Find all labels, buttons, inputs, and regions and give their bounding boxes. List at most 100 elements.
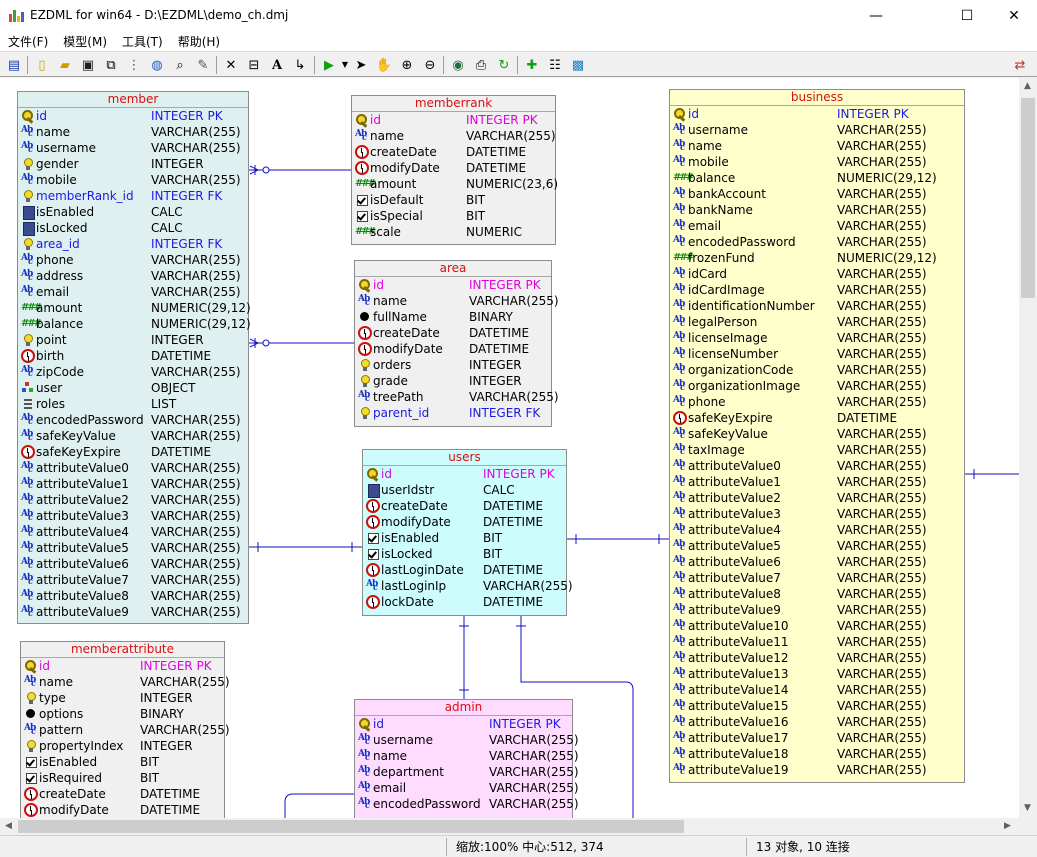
brush-icon[interactable]: ✎ (197, 57, 209, 73)
tree-view-icon[interactable]: ⋮ (127, 57, 141, 73)
vertical-scrollbar[interactable]: ▲ ▼ (1019, 78, 1037, 818)
field-row[interactable]: AborganizationCodeVARCHAR(255) (670, 362, 964, 378)
eye-icon[interactable]: ◉ (452, 57, 464, 73)
field-row[interactable]: AbattributeValue13VARCHAR(255) (670, 666, 964, 682)
field-row[interactable]: AbattributeValue5VARCHAR(255) (18, 540, 248, 556)
export-icon[interactable]: ⎙ (475, 57, 487, 73)
field-row[interactable]: AbattributeValue4VARCHAR(255) (670, 522, 964, 538)
scroll-down-icon[interactable]: ▼ (1024, 803, 1031, 813)
minimize-button[interactable]: — (869, 7, 883, 24)
field-row[interactable]: AbnameVARCHAR(255) (21, 674, 230, 690)
field-row[interactable]: AbattributeValue12VARCHAR(255) (670, 650, 964, 666)
field-row[interactable]: AbattributeValue9VARCHAR(255) (18, 604, 248, 620)
field-row[interactable]: AbattributeValue1VARCHAR(255) (670, 474, 964, 490)
field-row[interactable]: AbmobileVARCHAR(255) (670, 154, 964, 170)
close-button[interactable]: ✕ (1008, 7, 1020, 24)
field-row[interactable]: AbattributeValue11VARCHAR(255) (670, 634, 964, 650)
field-row[interactable]: AbaddressVARCHAR(255) (18, 268, 248, 284)
field-row[interactable]: AbusernameVARCHAR(255) (670, 122, 964, 138)
field-row[interactable]: AbusernameVARCHAR(255) (18, 140, 248, 156)
field-row[interactable]: AbidCardVARCHAR(255) (670, 266, 964, 282)
field-row[interactable]: AbnameVARCHAR(255) (355, 293, 559, 309)
field-row[interactable]: AbemailVARCHAR(255) (670, 218, 964, 234)
field-row[interactable]: AbphoneVARCHAR(255) (18, 252, 248, 268)
field-row[interactable]: AblegalPersonVARCHAR(255) (670, 314, 964, 330)
field-row[interactable]: AbusernameVARCHAR(255) (355, 732, 579, 748)
field-row[interactable]: AbnameVARCHAR(255) (670, 138, 964, 154)
zoom-in-icon[interactable]: ⊕ (401, 57, 413, 73)
field-row[interactable]: AbattributeValue6VARCHAR(255) (670, 554, 964, 570)
field-row[interactable]: AbattributeValue3VARCHAR(255) (670, 506, 964, 522)
field-row[interactable]: AblicenseNumberVARCHAR(255) (670, 346, 964, 362)
field-row[interactable]: AbattributeValue2VARCHAR(255) (18, 492, 248, 508)
globe-icon[interactable]: ◍ (151, 57, 163, 73)
field-row[interactable]: AbattributeValue7VARCHAR(255) (670, 570, 964, 586)
delete-icon[interactable]: ✕ (225, 57, 237, 73)
field-row[interactable]: AbattributeValue10VARCHAR(255) (670, 618, 964, 634)
field-row[interactable]: AbencodedPasswordVARCHAR(255) (355, 796, 579, 812)
field-row[interactable]: AbattributeValue6VARCHAR(255) (18, 556, 248, 572)
run-icon[interactable]: ▶ (324, 57, 334, 73)
field-row[interactable]: AbidCardImageVARCHAR(255) (670, 282, 964, 298)
pointer-icon[interactable]: ➤ (355, 57, 367, 73)
swap-view-icon[interactable]: ⇄ (1014, 57, 1026, 73)
field-row[interactable]: AbpatternVARCHAR(255) (21, 722, 230, 738)
add-table-icon[interactable]: ✚ (526, 57, 538, 73)
menu-toggle-icon[interactable]: ▤ (7, 57, 21, 73)
horizontal-scroll-thumb[interactable] (18, 820, 684, 833)
hand-icon[interactable]: ✋ (375, 57, 393, 73)
field-row[interactable]: AbnameVARCHAR(255) (355, 748, 579, 764)
field-row[interactable]: AbattributeValue5VARCHAR(255) (670, 538, 964, 554)
field-row[interactable]: AbtaxImageVARCHAR(255) (670, 442, 964, 458)
field-row[interactable]: AbattributeValue8VARCHAR(255) (670, 586, 964, 602)
find-icon[interactable]: ⌕ (176, 57, 184, 73)
image-icon[interactable]: ▩ (571, 57, 585, 73)
field-row[interactable]: AborganizationImageVARCHAR(255) (670, 378, 964, 394)
field-row[interactable]: AbzipCodeVARCHAR(255) (18, 364, 248, 380)
menu-help[interactable]: 帮助(H) (177, 35, 221, 49)
field-row[interactable]: AbsafeKeyValueVARCHAR(255) (670, 426, 964, 442)
field-row[interactable]: AbattributeValue19VARCHAR(255) (670, 762, 964, 778)
field-row[interactable]: AbattributeValue18VARCHAR(255) (670, 746, 964, 762)
new-document-icon[interactable]: ▯ (38, 57, 46, 73)
text-icon[interactable]: A (271, 57, 283, 73)
field-row[interactable]: AbnameVARCHAR(255) (18, 124, 248, 140)
field-row[interactable]: AbphoneVARCHAR(255) (670, 394, 964, 410)
field-row[interactable]: AbdepartmentVARCHAR(255) (355, 764, 579, 780)
zoom-out-icon[interactable]: ⊖ (424, 57, 436, 73)
field-row[interactable]: AbattributeValue0VARCHAR(255) (670, 458, 964, 474)
save-icon[interactable]: ▣ (81, 57, 95, 73)
